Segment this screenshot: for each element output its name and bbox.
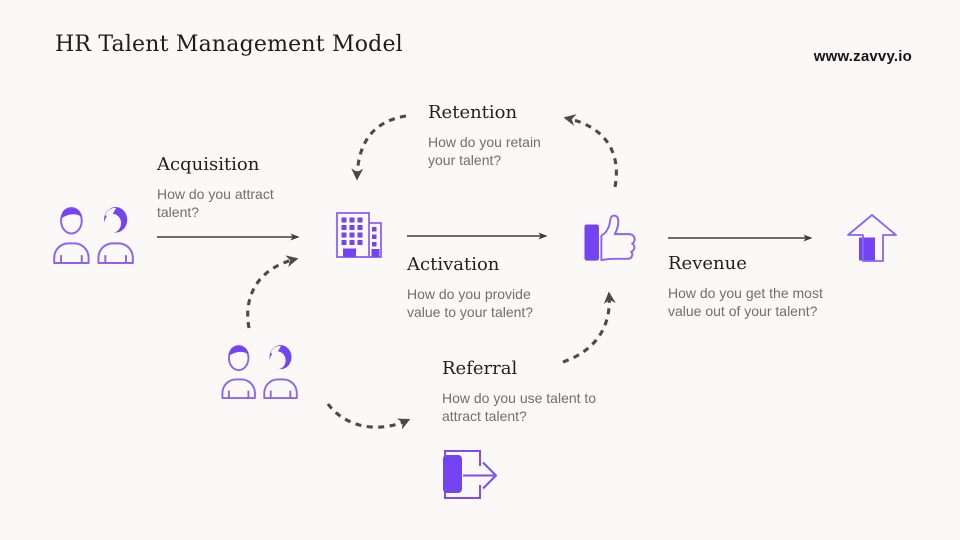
dashed-arrow-people-to-referral-icon (326, 403, 411, 430)
stage-revenue: Revenue How do you get the most value ou… (668, 253, 853, 321)
dashed-arrow-retention-to-activation (351, 114, 407, 181)
stage-retention-label: Retention (428, 102, 518, 123)
exit-door-arrow-icon (443, 450, 497, 499)
stage-retention: Retention How do you retain your talent? (428, 102, 563, 170)
office-building-icon (336, 212, 382, 258)
stage-referral-description: How do you use talent to attract talent? (442, 390, 597, 425)
stage-revenue-description: How do you get the most value out of you… (668, 285, 823, 320)
stage-retention-description: How do you retain your talent? (428, 134, 541, 169)
people-pair-icon (53, 206, 134, 265)
people-pair-icon (221, 345, 298, 399)
stage-referral-label: Referral (442, 358, 518, 379)
stage-activation: Activation How do you provide value to y… (407, 254, 559, 322)
thumbs-up-icon (584, 214, 636, 262)
growth-arrow-icon (847, 214, 897, 262)
website-url: www.zavvy.io (813, 48, 912, 65)
stage-activation-description: How do you provide value to your talent? (407, 286, 534, 321)
stage-activation-label: Activation (407, 254, 500, 275)
dashed-arrow-referral-to-value (562, 291, 616, 364)
stage-acquisition: Acquisition How do you attract talent? (157, 154, 297, 222)
stage-referral: Referral How do you use talent to attrac… (442, 358, 612, 426)
dashed-arrow-referral-people-to-acquisition-flow (246, 255, 299, 329)
page-title: HR Talent Management Model (55, 32, 403, 57)
dashed-arrow-value-to-retention (563, 114, 618, 188)
stage-acquisition-description: How do you attract talent? (157, 186, 274, 221)
stage-acquisition-label: Acquisition (157, 154, 260, 175)
stage-revenue-label: Revenue (668, 253, 747, 274)
